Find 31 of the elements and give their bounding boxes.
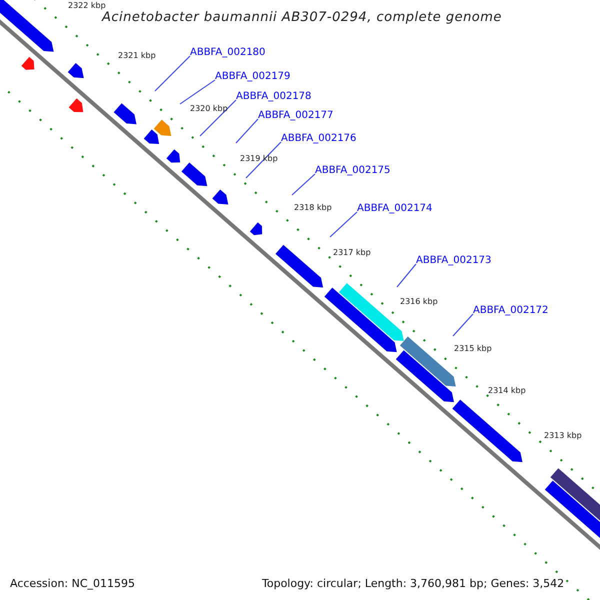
leader-line xyxy=(246,142,282,178)
scale-label: 2317 kbp xyxy=(333,248,371,257)
gene-label: ABBFA_002177 xyxy=(258,110,334,121)
scale-label: 2314 kbp xyxy=(488,386,526,395)
leader-line xyxy=(452,314,474,336)
leader-line xyxy=(236,118,258,144)
leader-line xyxy=(292,174,316,196)
gene-label: ABBFA_002172 xyxy=(473,305,548,316)
scale-label: 2321 kbp xyxy=(118,51,156,60)
gene-label: ABBFA_002174 xyxy=(357,203,432,214)
gene-label: ABBFA_002179 xyxy=(215,71,290,82)
scale-label: 2315 kbp xyxy=(454,344,492,353)
leader-line xyxy=(154,56,190,92)
gene-label: ABBFA_002180 xyxy=(190,47,266,58)
leader-line xyxy=(396,264,416,288)
leader-line xyxy=(180,80,216,104)
scale-label: 2313 kbp xyxy=(544,431,582,440)
scale-label: 2320 kbp xyxy=(190,104,228,113)
gene-label: ABBFA_002175 xyxy=(315,165,390,176)
gene-label: ABBFA_002173 xyxy=(416,255,492,266)
scale-label: 2318 kbp xyxy=(294,203,332,212)
scale-label: 2316 kbp xyxy=(400,297,438,306)
footer-text: Topology: circular; Length: 3,760,981 bp; Genes: 3,542 xyxy=(262,577,564,590)
leader-line xyxy=(200,100,236,136)
footer-text: Accession: NC_011595 xyxy=(10,577,136,590)
gene-label: ABBFA_002178 xyxy=(236,91,312,102)
leader-line xyxy=(330,212,358,238)
scale-label: 2322 kbp xyxy=(68,1,106,10)
gene-label: ABBFA_002176 xyxy=(281,133,356,144)
scale-label: 2319 kbp xyxy=(240,154,278,163)
title: Acinetobacter baumannii AB307-0294, complete genome xyxy=(102,10,502,25)
